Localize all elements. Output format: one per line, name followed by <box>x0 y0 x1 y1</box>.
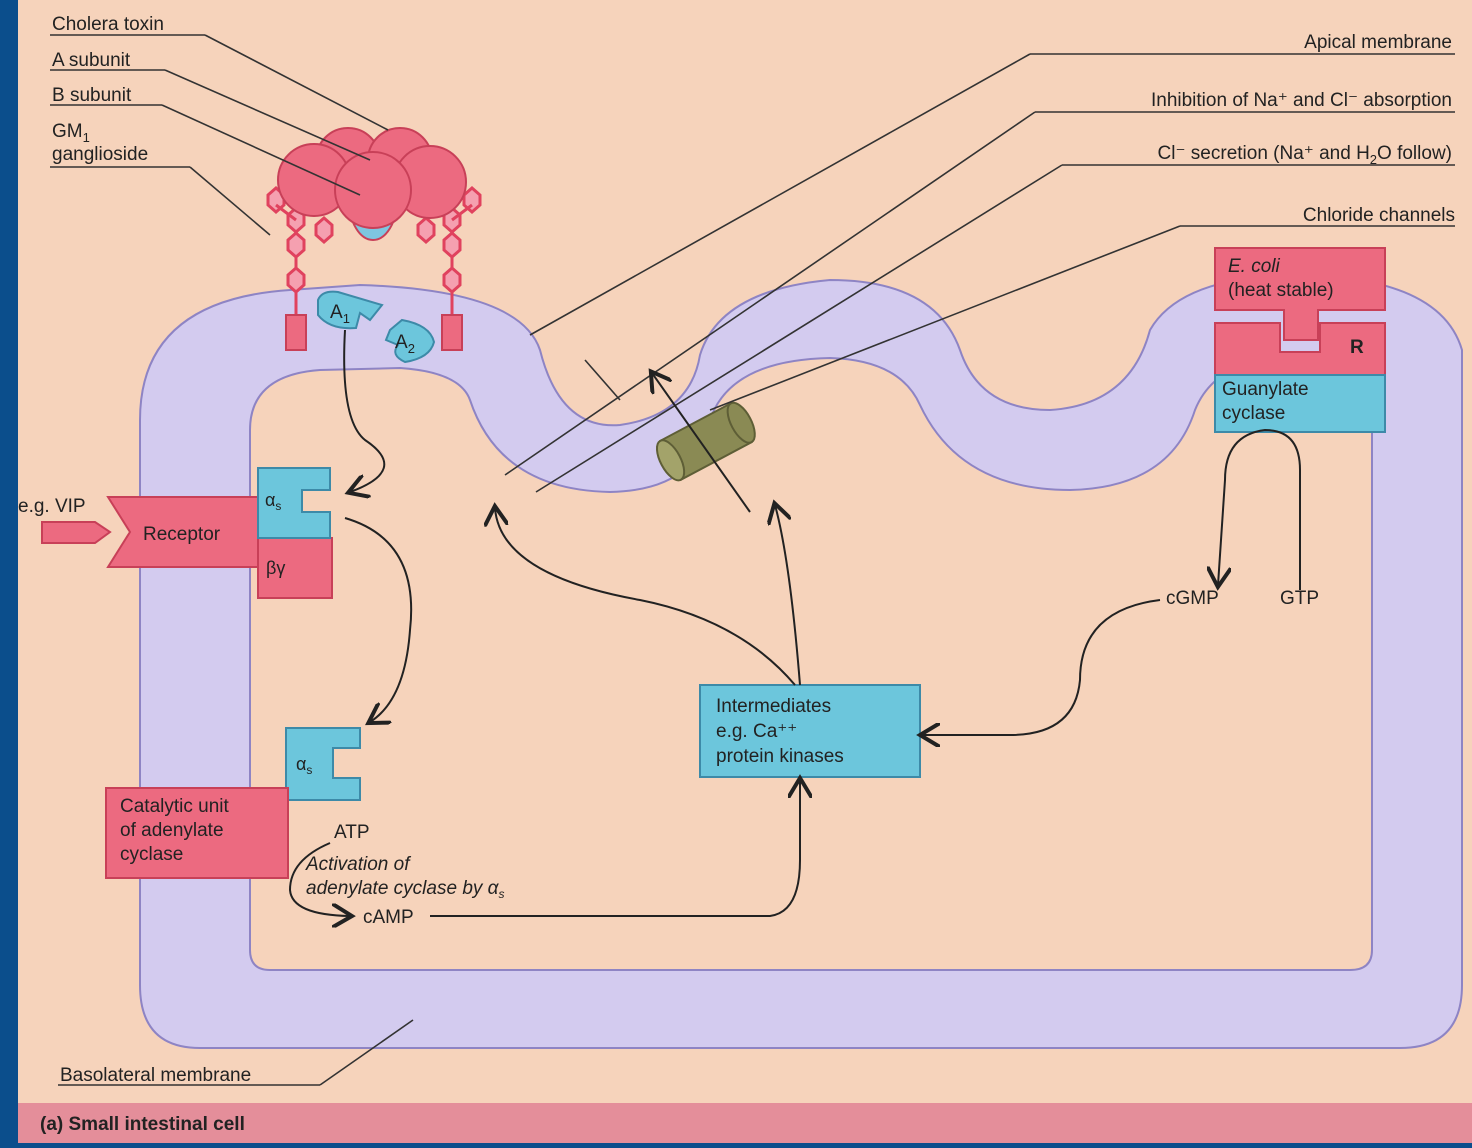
gm1-anchor-right <box>442 315 462 350</box>
label-beta-gamma: βγ <box>266 558 285 578</box>
label-activation-1: Activation of <box>305 854 411 875</box>
label-ecoli-2: (heat stable) <box>1228 280 1334 301</box>
label-intermediates-1: Intermediates <box>716 696 831 717</box>
label-ecoli-1: E. coli <box>1228 256 1281 277</box>
label-guanylate-2: cyclase <box>1222 403 1285 424</box>
vip-ligand <box>42 522 110 543</box>
label-activation-2-text: adenylate cyclase by α <box>306 878 500 899</box>
label-alpha-s-bound-text: α <box>265 490 275 510</box>
label-guanylate-1: Guanylate <box>1222 379 1309 400</box>
label-a2-text: A <box>395 332 408 353</box>
label-alpha-s-free-text: α <box>296 754 306 774</box>
label-cl-secretion: Cl⁻ secretion (Na⁺ and H2O follow) <box>1158 143 1452 167</box>
label-catalytic-2: of adenylate <box>120 820 224 841</box>
label-r: R <box>1350 337 1364 358</box>
label-a1-text: A <box>330 302 343 323</box>
label-chloride-channels: Chloride channels <box>1303 205 1455 226</box>
label-intermediates-2: e.g. Ca⁺⁺ <box>716 721 797 742</box>
label-activation-2: adenylate cyclase by αs <box>306 878 505 901</box>
label-receptor: Receptor <box>143 524 221 545</box>
label-cholera-toxin: Cholera toxin <box>52 14 164 35</box>
label-intermediates-3: protein kinases <box>716 746 844 767</box>
label-cgmp: cGMP <box>1166 588 1219 609</box>
label-a2-sub: 2 <box>408 341 415 356</box>
label-gtp: GTP <box>1280 588 1319 609</box>
label-camp: cAMP <box>363 907 414 928</box>
label-a-subunit: A subunit <box>52 50 131 71</box>
label-cl-secretion-sub: 2 <box>1370 152 1377 167</box>
label-ganglioside: ganglioside <box>52 144 148 165</box>
label-activation-2-sub: s <box>499 887 505 901</box>
label-alpha-s-bound-sub: s <box>275 499 281 513</box>
label-b-subunit: B subunit <box>52 85 132 106</box>
label-basolateral-membrane: Basolateral membrane <box>60 1065 251 1086</box>
label-gm1-subscript: 1 <box>83 130 90 145</box>
label-inhibition: Inhibition of Na⁺ and Cl⁻ absorption <box>1151 90 1452 111</box>
figure-caption: (a) Small intestinal cell <box>40 1114 245 1135</box>
label-apical-membrane: Apical membrane <box>1304 32 1452 53</box>
label-gm1-text: GM <box>52 121 83 142</box>
label-eg-vip: e.g. VIP <box>18 496 86 517</box>
label-catalytic-1: Catalytic unit <box>120 796 229 817</box>
label-cl-secretion-a: Cl⁻ secretion (Na⁺ and H <box>1158 143 1370 164</box>
label-alpha-s-free-sub: s <box>306 763 312 777</box>
label-atp: ATP <box>334 822 370 843</box>
left-edge-strip <box>0 0 18 1143</box>
label-cl-secretion-b: O follow) <box>1377 143 1452 164</box>
gm1-anchor-left <box>286 315 306 350</box>
label-catalytic-3: cyclase <box>120 844 183 865</box>
label-a1-sub: 1 <box>343 311 350 326</box>
